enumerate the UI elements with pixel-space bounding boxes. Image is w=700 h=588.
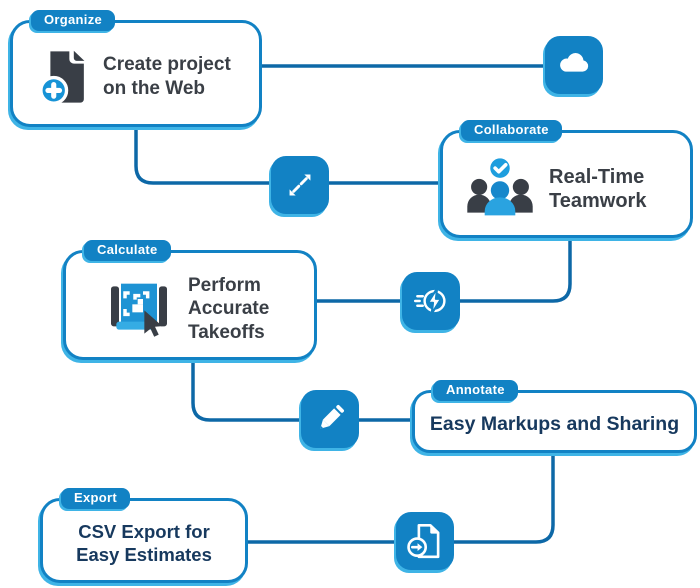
expand-arrows-icon <box>289 174 311 196</box>
title-line: Teamwork <box>549 190 647 212</box>
step-title-export: CSV Export for Easy Estimates <box>76 521 212 566</box>
speed-badge <box>402 272 460 330</box>
step-title-organize: Create project on the Web <box>103 53 231 99</box>
title-line: Create project <box>103 54 231 76</box>
team-check-icon <box>467 158 533 216</box>
title-line: CSV Export for <box>78 520 210 542</box>
cloud-badge <box>545 36 603 94</box>
connector-annotate-to-export <box>244 450 555 544</box>
speed-bolt-icon <box>413 287 446 315</box>
step-tag-organize: Organize <box>31 10 116 31</box>
cloud-icon <box>560 53 589 72</box>
step-card-collaborate: Collaborate Real-Time Teamwork <box>440 120 693 238</box>
connector-calculate-to-annotate <box>191 357 416 422</box>
step-title-annotate: Easy Markups and Sharing <box>429 412 680 435</box>
title-line: Perform <box>188 275 261 297</box>
pencil-icon <box>320 405 344 429</box>
export-badge <box>396 512 454 570</box>
connector-create-to-collaborate <box>134 124 444 185</box>
step-title-collaborate: Real-Time Teamwork <box>549 165 646 214</box>
step-card-annotate: Annotate Easy Markups and Sharing <box>412 380 697 453</box>
step-card-export: Export CSV Export for Easy Estimates <box>40 488 248 583</box>
export-document-icon <box>407 523 440 559</box>
title-line: Real-Time <box>549 165 645 188</box>
title-line: Takeoffs <box>188 321 265 343</box>
step-card-calculate: Calculate Perform Accurate <box>63 240 317 360</box>
step-tag-annotate: Annotate <box>433 380 518 401</box>
takeoff-blueprint-icon <box>111 283 167 337</box>
connector-collaborate-to-calculate <box>313 235 572 303</box>
new-document-icon <box>39 50 85 105</box>
title-line: on the Web <box>103 77 206 99</box>
expand-badge <box>271 156 329 214</box>
title-line: Easy Estimates <box>76 543 212 565</box>
step-tag-export: Export <box>61 488 130 509</box>
step-tag-collaborate: Collaborate <box>461 120 562 141</box>
step-tag-calculate: Calculate <box>84 240 171 261</box>
pencil-badge <box>301 390 359 448</box>
step-card-organize: Organize Create project on the Web <box>10 10 262 127</box>
title-line: Accurate <box>188 298 270 320</box>
step-title-calculate: Perform Accurate Takeoffs <box>188 274 269 344</box>
